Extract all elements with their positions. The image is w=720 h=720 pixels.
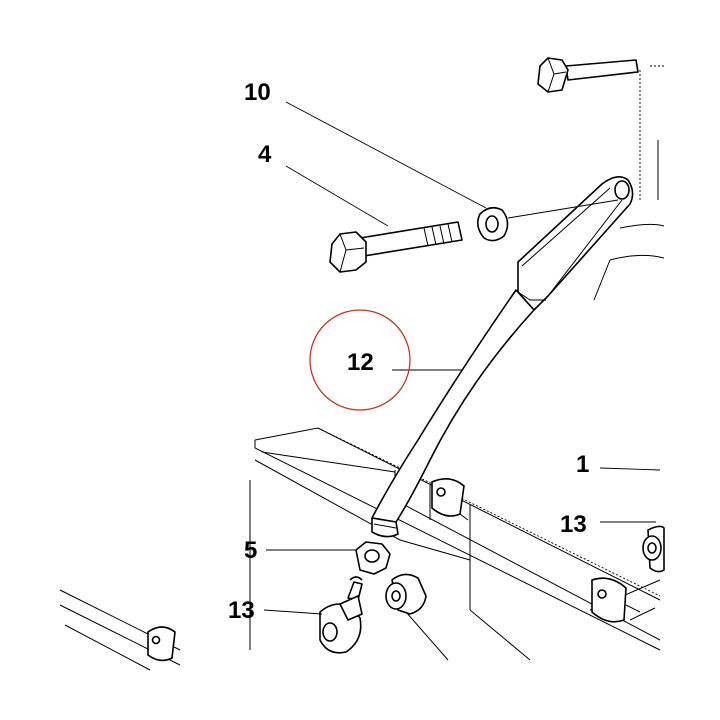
frame-lug-right: [591, 577, 656, 623]
callout-12: 12: [347, 349, 374, 376]
callout-5: 5: [244, 537, 257, 564]
callout-10: 10: [244, 79, 271, 106]
washer-part-10: [476, 206, 509, 242]
leader-10-ext: [507, 199, 619, 219]
leader-1: [599, 467, 661, 471]
swivel-fitting-part-13-left: [319, 576, 363, 654]
pipe-part-12: [371, 176, 634, 538]
nut-part-5: [355, 541, 391, 575]
callout-4: 4: [258, 141, 272, 168]
bushing-part-13-right: [642, 525, 665, 573]
highlight-circle-12: [309, 309, 411, 411]
leader-lines: [263, 101, 661, 615]
leader-4: [285, 165, 389, 227]
callout-13-right: 13: [560, 511, 587, 538]
upper-support: [593, 65, 665, 301]
callout-13-left: 13: [228, 597, 255, 624]
bolt-part-4: [329, 221, 463, 273]
leader-13-left: [263, 609, 323, 615]
bushing-lower: [385, 573, 449, 661]
frame-lug-left: [431, 478, 469, 521]
bolt-upper-right: [537, 57, 639, 93]
leader-10: [285, 101, 487, 209]
frame-lug-lower-left: [147, 626, 176, 662]
callout-1: 1: [576, 451, 589, 478]
